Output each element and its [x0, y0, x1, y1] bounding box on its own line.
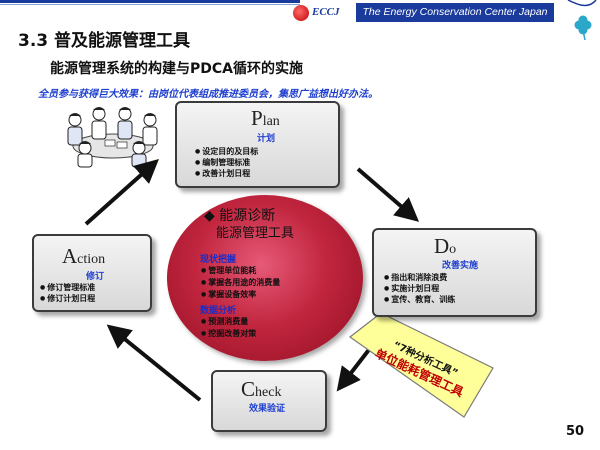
check-label: 效果验证	[249, 404, 286, 414]
do-list: 指出和消除浪费 实施计划日程 宣传、教育、训练	[384, 272, 455, 305]
header-rule-thin	[0, 4, 300, 5]
center-heading: ◆ 能源诊断	[204, 208, 276, 224]
list-item: 指出和消除浪费	[384, 272, 455, 283]
logo-emblem-icon	[293, 5, 309, 21]
arrow-check-to-action	[106, 324, 202, 402]
list-item: 宣传、教育、训练	[384, 294, 455, 305]
participation-note: 全员参与获得巨大效果：由岗位代表组成推进委员会，集思广益想出好办法。	[38, 89, 378, 100]
action-list: 修订管理标准 修订计划日程	[40, 282, 95, 304]
do-caption: Do	[434, 234, 457, 258]
list-item: 管理单位能耗	[201, 265, 280, 277]
slide-subtitle: 能源管理系统的构建与PDCA循环的实施	[50, 61, 303, 77]
list-item: 设定目的及目标	[195, 146, 258, 157]
analysis-tools-tag	[348, 312, 494, 418]
analysis-list: 预测消费量 挖掘改善对策	[201, 316, 256, 340]
header-banner: The Energy Conservation Center Japan	[356, 3, 554, 22]
action-label: 修订	[86, 272, 105, 282]
logo-text: ECCJ	[312, 6, 340, 18]
plan-caption: Plan	[251, 106, 280, 130]
do-box: Do 改善实施 指出和消除浪费 实施计划日程 宣传、教育、训练	[372, 228, 537, 317]
clover-icon	[567, 0, 597, 41]
page-number: 50	[566, 424, 585, 439]
list-item: 掌握各用途的消费量	[201, 277, 280, 289]
list-item: 掌握设备效率	[201, 289, 280, 301]
list-item: 改善计划日程	[195, 168, 258, 179]
header-rule	[0, 0, 300, 3]
plan-list: 设定目的及目标 编制管理标准 改善计划日程	[195, 146, 258, 179]
plan-box: Plan 计划 设定目的及目标 编制管理标准 改善计划日程	[175, 101, 340, 188]
section-analysis: 数据分析	[200, 306, 237, 316]
plan-label: 计划	[257, 134, 276, 144]
section-status: 现状把握	[200, 255, 237, 265]
list-item: 修订计划日程	[40, 293, 95, 304]
center-subheading: 能源管理工具	[216, 226, 295, 241]
action-caption: Action	[62, 244, 106, 268]
list-item: 预测消费量	[201, 316, 256, 328]
arrow-action-to-plan	[84, 159, 159, 226]
check-caption: Check	[241, 377, 282, 401]
list-item: 修订管理标准	[40, 282, 95, 293]
list-item: 挖掘改善对策	[201, 328, 256, 340]
list-item: 实施计划日程	[384, 283, 455, 294]
arrow-plan-to-do	[356, 167, 420, 222]
eccj-logo: ECCJ	[293, 5, 351, 21]
do-label: 改善实施	[442, 261, 479, 271]
status-list: 管理单位能耗 掌握各用途的消费量 掌握设备效率	[201, 265, 280, 301]
action-box: Action 修订 修订管理标准 修订计划日程	[32, 234, 152, 312]
check-box: Check 效果验证	[211, 370, 327, 432]
list-item: 编制管理标准	[195, 157, 258, 168]
slide-title: 3.3 普及能源管理工具	[18, 31, 191, 51]
